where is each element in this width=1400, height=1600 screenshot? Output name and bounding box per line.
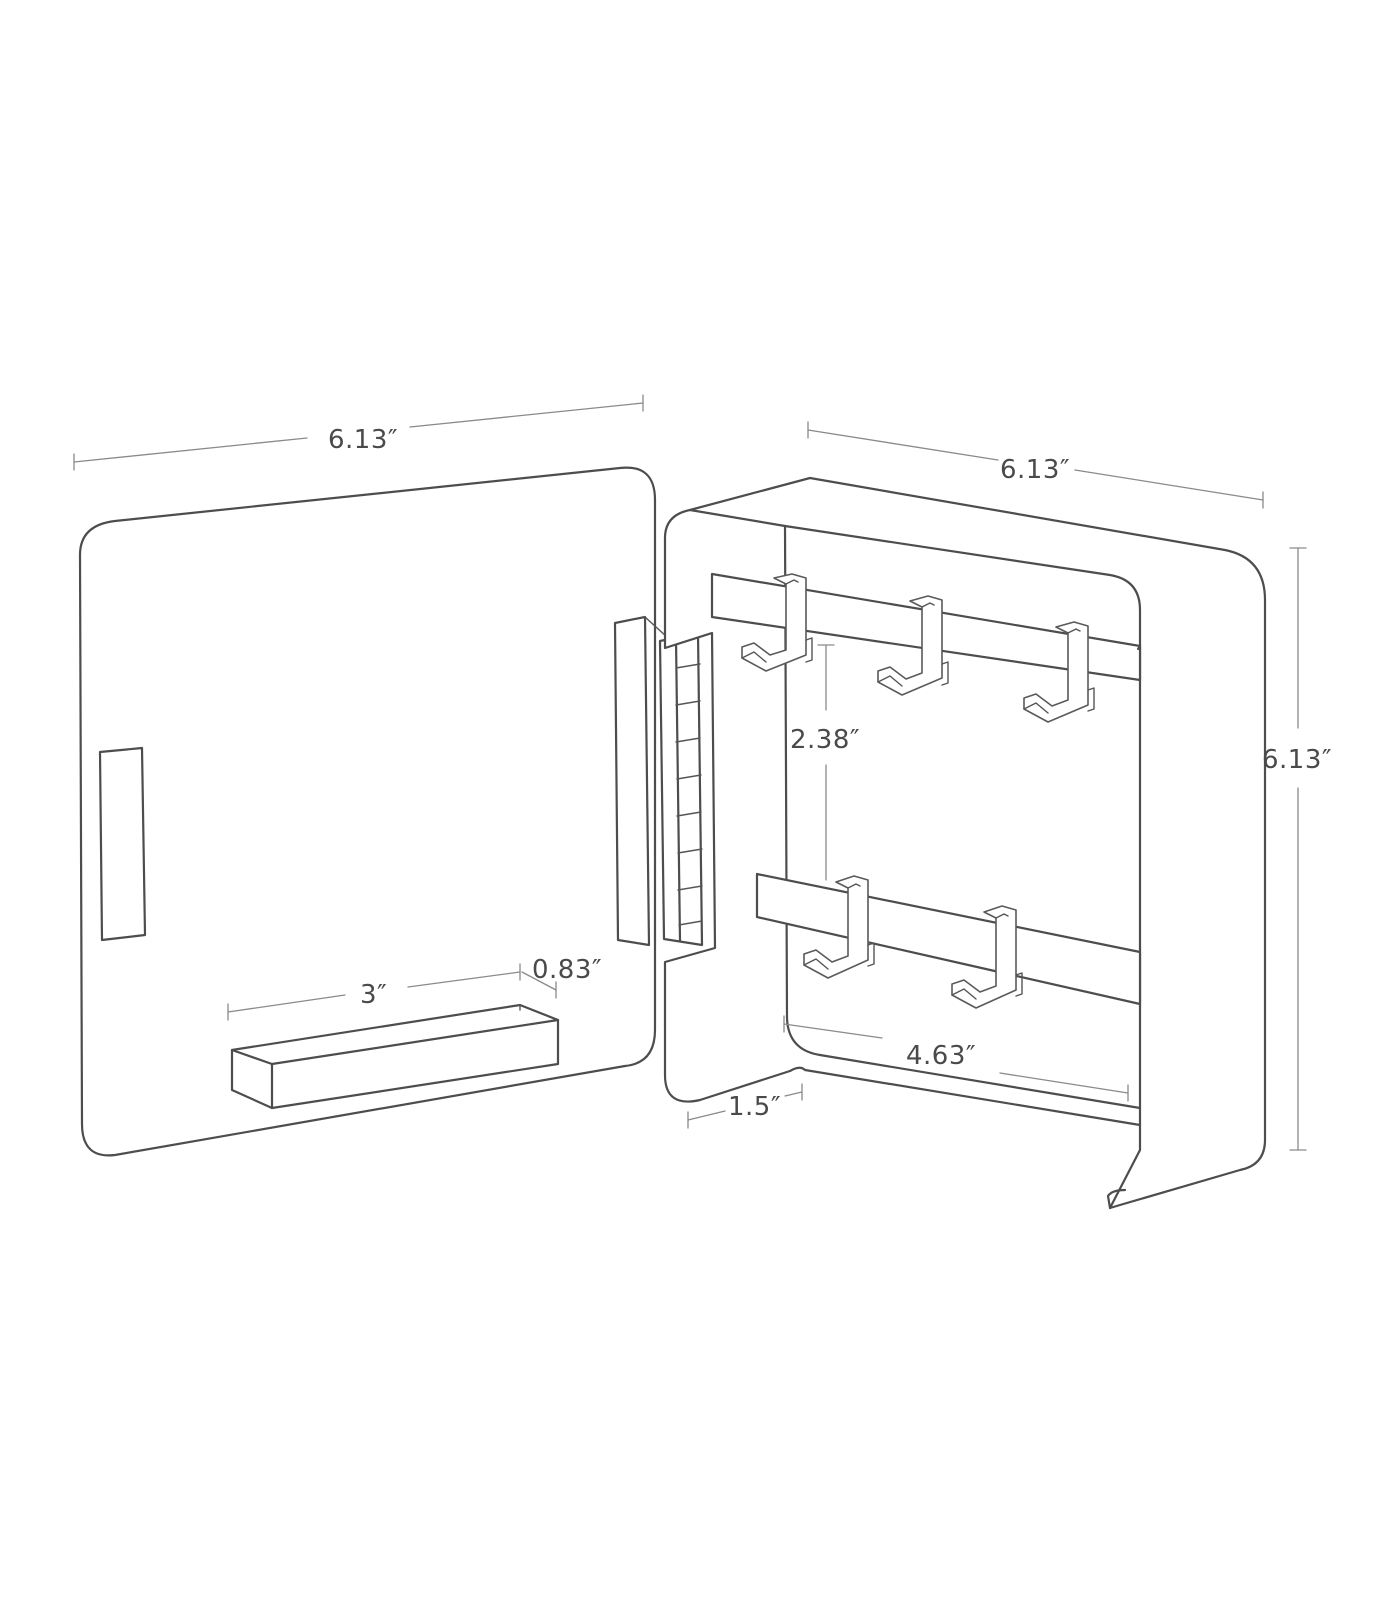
door-tray <box>230 1003 560 1110</box>
door-flange <box>613 615 651 947</box>
tray-depth-label: 0.83″ <box>532 955 602 985</box>
bar-length-label: 4.63″ <box>906 1041 976 1071</box>
hinge <box>658 631 704 947</box>
hook <box>741 573 813 672</box>
door-width-label: 6.13″ <box>328 425 398 455</box>
door-panel <box>78 466 668 1157</box>
hook <box>877 595 949 696</box>
box-depth-label: 1.5″ <box>728 1092 781 1122</box>
magnet-strip <box>98 746 147 942</box>
box-height-label: 6.13″ <box>1262 745 1332 775</box>
hook <box>1023 621 1095 723</box>
box-width-label: 6.13″ <box>1000 455 1070 485</box>
hook <box>803 875 875 979</box>
lower-hooks <box>803 875 1023 1009</box>
hook-spacing-label: 2.38″ <box>790 725 860 755</box>
hook <box>951 905 1023 1009</box>
upper-hooks <box>741 573 1095 723</box>
dimension-lines <box>73 394 1307 1151</box>
tray-length-label: 3″ <box>360 980 387 1010</box>
